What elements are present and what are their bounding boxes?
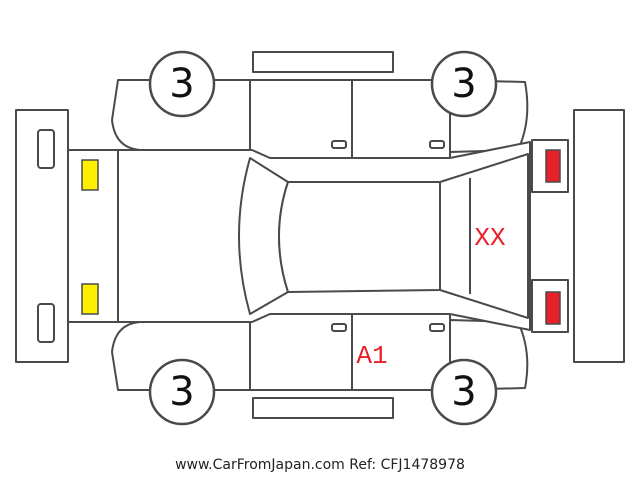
front-light-top (81, 159, 99, 191)
footer-credit: www.CarFromJapan.com Ref: CFJ1478978 (175, 457, 465, 473)
front-lights (81, 159, 99, 315)
front-light-bottom (81, 283, 99, 315)
wheel-grade-rear-left: 3 (169, 369, 194, 415)
rear-bumper (573, 109, 625, 363)
rear-lights (531, 139, 569, 333)
wheel-grade-front-left: 3 (169, 61, 194, 107)
damage-mark-right-side: A1 (356, 341, 387, 371)
car-body-top-view (67, 141, 531, 331)
rear-light-bottom (545, 291, 561, 325)
rear-light-top (545, 149, 561, 183)
front-bumper (15, 109, 69, 363)
damage-mark-rear-window: XX (474, 223, 506, 253)
wheel-rear-right: 3 (430, 358, 498, 426)
wheel-grade-rear-right: 3 (451, 369, 476, 415)
wheel-grade-front-right: 3 (451, 61, 476, 107)
bottom-side-panels (111, 313, 529, 419)
wheel-rear-left: 3 (148, 358, 216, 426)
wheel-front-right: 3 (430, 50, 498, 118)
wheel-front-left: 3 (148, 50, 216, 118)
